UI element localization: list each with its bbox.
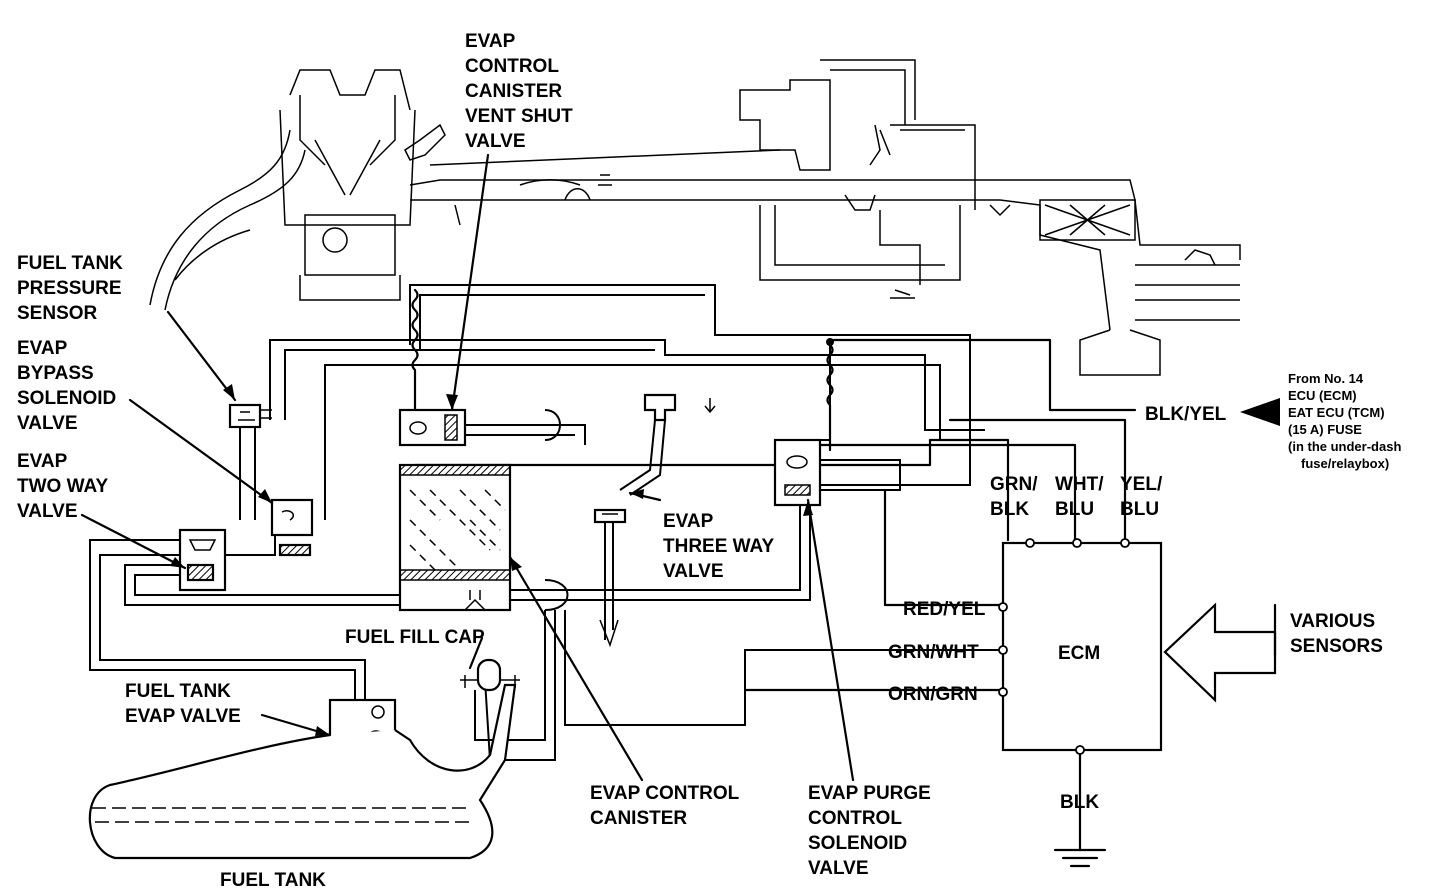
wire-wht-blu-line: WHT/	[1055, 474, 1104, 495]
three-way-label-line: THREE WAY	[663, 536, 775, 557]
power-source-line: fuse/relaybox)	[1301, 456, 1389, 471]
purge-solenoid-label: EVAP PURGE CONTROL SOLENOID VALVE	[808, 783, 931, 879]
vent-shut-label-line: CANISTER	[465, 81, 562, 102]
wire-yel-blu-line: BLU	[1120, 499, 1159, 520]
wire-red-yel: RED/YEL	[903, 599, 986, 620]
fuel-fill-cap-label: FUEL FILL CAP	[345, 627, 485, 648]
power-source-line: (15 A) FUSE	[1288, 422, 1362, 437]
wire-blk-yel: BLK/YEL	[1145, 404, 1227, 425]
tank-evap-valve-label-line: FUEL TANK	[125, 681, 231, 702]
wire-grn-blk-line: GRN/	[990, 474, 1038, 495]
evap-control-canister	[398, 463, 512, 612]
fuel-tank	[88, 683, 517, 860]
vent-shut-label-line: EVAP	[465, 31, 516, 52]
various-sensors-label-line: SENSORS	[1290, 636, 1383, 657]
engine-drawing	[149, 69, 1000, 311]
various-sensors-label-line: VARIOUS	[1290, 611, 1375, 632]
ecm-box	[998, 538, 1163, 755]
purge-label-line: VALVE	[808, 858, 869, 879]
three-way-label-line: VALVE	[663, 561, 724, 582]
bypass-solenoid-label: EVAP BYPASS SOLENOID VALVE	[17, 338, 116, 434]
purge-label-line: CONTROL	[808, 808, 902, 829]
three-way-label-line: EVAP	[663, 511, 714, 532]
pressure-sensor-label: FUEL TANK PRESSURE SENSOR	[17, 253, 123, 324]
ecm-label: ECM	[1058, 643, 1100, 664]
two-way-label-line: EVAP	[17, 451, 68, 472]
bypass-label-line: EVAP	[17, 338, 68, 359]
three-way-valve-label: EVAP THREE WAY VALVE	[663, 511, 775, 582]
tank-evap-valve-label: FUEL TANK EVAP VALVE	[125, 681, 241, 727]
vent-shut-valve-label: EVAP CONTROL CANISTER VENT SHUT VALVE	[465, 31, 573, 152]
tank-evap-valve-label-line: EVAP VALVE	[125, 706, 241, 727]
wire-wht-blu-line: BLU	[1055, 499, 1094, 520]
purge-label-line: EVAP PURGE	[808, 783, 931, 804]
power-source-line: ECU (ECM)	[1288, 388, 1357, 403]
power-source-line: From No. 14	[1288, 371, 1364, 386]
pressure-sensor-label-line: SENSOR	[17, 303, 98, 324]
fuel-tank-pressure-sensor	[228, 403, 272, 429]
pressure-sensor-label-line: PRESSURE	[17, 278, 122, 299]
leader-arrowheads	[170, 384, 813, 736]
canister-label-line: EVAP CONTROL	[590, 783, 740, 804]
pressure-sensor-label-line: FUEL TANK	[17, 253, 123, 274]
control-canister-label: EVAP CONTROL CANISTER	[590, 783, 740, 829]
two-way-label-line: TWO WAY	[17, 476, 108, 497]
bypass-label-line: BYPASS	[17, 363, 94, 384]
wire-grn-blk-line: BLK	[990, 499, 1029, 520]
vent-shut-label-line: VALVE	[465, 131, 526, 152]
evap-purge-control-solenoid-valve	[773, 438, 822, 507]
intake-drawing	[739, 59, 1241, 376]
wire-orn-grn: ORN/GRN	[888, 684, 978, 705]
vent-shut-label-line: CONTROL	[465, 56, 559, 77]
power-source-line: (in the under-dash	[1288, 439, 1401, 454]
evap-two-way-valve	[178, 528, 227, 592]
bypass-label-line: VALVE	[17, 413, 78, 434]
wire-blk: BLK	[1060, 792, 1099, 813]
two-way-label-line: VALVE	[17, 501, 78, 522]
power-feed-arrow	[1240, 398, 1280, 426]
wire-yel-blu-line: YEL/	[1120, 474, 1163, 495]
vacuum-hoses	[89, 284, 1000, 761]
various-sensors-arrow	[1163, 602, 1277, 703]
vent-shut-label-line: VENT SHUT	[465, 106, 573, 127]
power-source-line: EAT ECU (TCM)	[1288, 405, 1385, 420]
canister-label-line: CANISTER	[590, 808, 687, 829]
bypass-label-line: SOLENOID	[17, 388, 116, 409]
various-sensors-label: VARIOUS SENSORS	[1290, 611, 1383, 657]
leader-lines	[80, 153, 855, 782]
purge-label-line: SOLENOID	[808, 833, 907, 854]
evap-bypass-solenoid-valve	[270, 498, 314, 557]
wire-grn-wht: GRN/WHT	[888, 642, 979, 663]
two-way-valve-label: EVAP TWO WAY VALVE	[17, 451, 108, 522]
evap-control-canister-vent-shut-valve	[398, 408, 467, 447]
evap-three-way-valve	[593, 393, 716, 648]
power-source-note: From No. 14 ECU (ECM) EAT ECU (TCM) (15 …	[1288, 371, 1401, 471]
fuel-tank-label: FUEL TANK	[220, 870, 326, 891]
